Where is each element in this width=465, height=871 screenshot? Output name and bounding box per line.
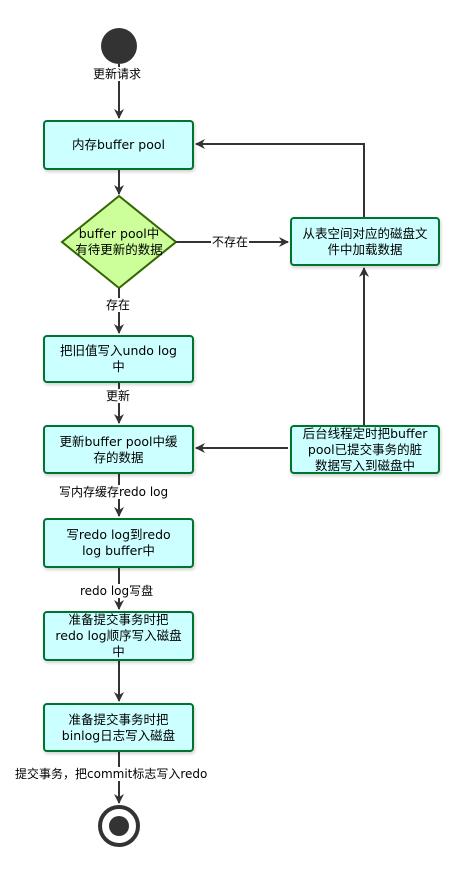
node-memory-buffer-pool: 内存buffer pool (43, 120, 194, 170)
node-flush-binlog: 准备提交事务时把 binlog日志写入磁盘 (43, 703, 194, 752)
label-commit: 提交事务，把commit标志写入redo (14, 767, 209, 781)
start-node (101, 28, 137, 64)
node-load-from-disk: 从表空间对应的磁盘文 件中加载数据 (290, 217, 440, 266)
label-update-request: 更新请求 (92, 67, 143, 81)
node-update-buffer: 更新buffer pool中缓 存的数据 (43, 425, 194, 474)
node-write-undo: 把旧值写入undo log 中 (43, 335, 194, 383)
label-exist: 存在 (105, 298, 132, 312)
edge-load-to-buffer (195, 139, 365, 217)
label-update: 更新 (105, 389, 132, 403)
label-not-exist: 不存在 (211, 235, 250, 249)
end-node-inner (109, 816, 129, 836)
node-background-flush: 后台线程定时把buffer pool已提交事务的脏 数据写入到磁盘中 (290, 425, 440, 474)
node-write-redo-buffer: 写redo log到redo log buffer中 (43, 518, 194, 568)
decision-label: buffer pool中 有待更新的数据 (75, 226, 163, 257)
label-write-memory-redo: 写内存缓存redo log (58, 485, 170, 499)
node-flush-redo: 准备提交事务时把 redo log顺序写入磁盘 中 (43, 611, 194, 661)
label-redo-write-disk: redo log写盘 (79, 584, 155, 598)
